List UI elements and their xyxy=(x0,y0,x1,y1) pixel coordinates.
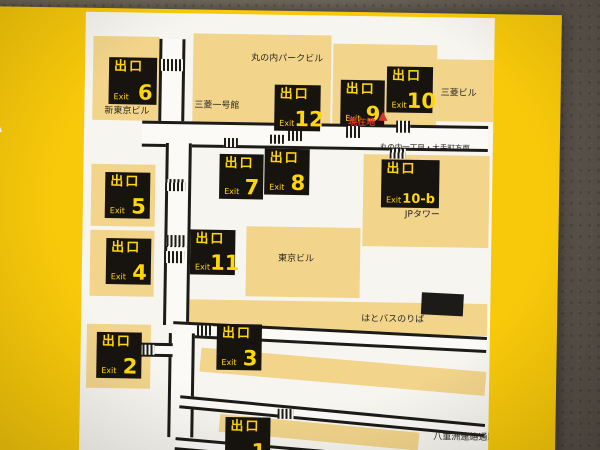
building-label: 八重洲連絡通路 xyxy=(433,432,495,444)
sign-side-text: ム xyxy=(0,112,4,137)
building-label: 三菱ビル xyxy=(440,88,477,99)
building-label: はとバスのりば xyxy=(361,314,425,326)
building-label: 新東京ビル xyxy=(104,105,150,117)
current-location-marker: ▲ xyxy=(378,108,388,123)
labels-layer: 丸の内パークビル新東京ビル 三菱一号館 三菱ビル JPタワー東京ビルはとバスのりば八重… xyxy=(79,12,495,450)
building-label: JPタワー xyxy=(404,209,440,221)
building-label: 東京ビル xyxy=(277,253,315,265)
current-location-label: 現在地 xyxy=(348,117,376,129)
exit-map-sign: ム xyxy=(0,6,562,450)
direction-note: 丸の内一丁目・大手町方面 xyxy=(379,142,470,153)
building-label: 三菱一号館 xyxy=(194,100,240,112)
building-label: 丸の内パークビル xyxy=(251,53,324,65)
